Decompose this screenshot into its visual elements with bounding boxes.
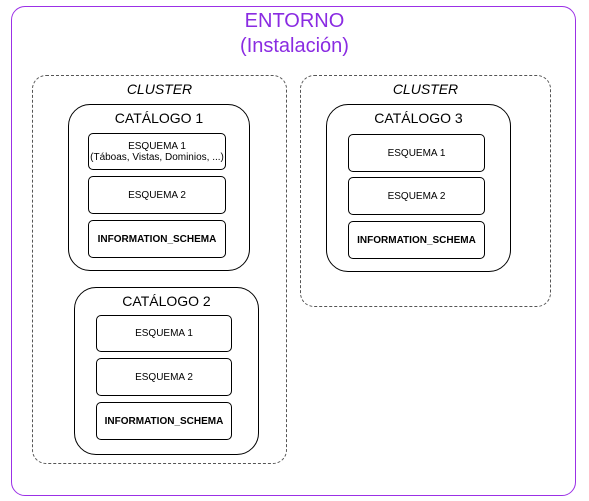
cluster-2: CLUSTER CATÁLOGO 3 ESQUEMA 1 ESQUEMA 2 I…: [300, 75, 551, 307]
schema-name: ESQUEMA 1: [387, 147, 446, 159]
schema-name: ESQUEMA 2: [128, 189, 186, 201]
catalog-2: CATÁLOGO 2 ESQUEMA 1 ESQUEMA 2 INFORMATI…: [74, 287, 259, 455]
catalog-1-label: CATÁLOGO 1: [114, 110, 204, 126]
schema-name: INFORMATION_SCHEMA: [104, 415, 224, 427]
catalog-2-information-schema: INFORMATION_SCHEMA: [96, 402, 232, 440]
environment-container: [11, 6, 576, 496]
cluster-1: CLUSTER CATÁLOGO 1 ESQUEMA 1 (Táboas, Vi…: [32, 75, 287, 464]
schema-name: ESQUEMA 1: [135, 328, 193, 339]
catalog-1-schema-2: ESQUEMA 2: [88, 176, 226, 214]
catalog-3-information-schema: INFORMATION_SCHEMA: [348, 221, 485, 259]
catalog-1-information-schema: INFORMATION_SCHEMA: [88, 220, 226, 258]
catalog-2-schema-2: ESQUEMA 2: [96, 358, 232, 396]
catalog-3-schema-1: ESQUEMA 1: [348, 134, 485, 172]
environment-subtitle: (Instalación): [240, 35, 349, 57]
schema-name: ESQUEMA 1: [128, 140, 186, 152]
environment-title: ENTORNO: [244, 10, 345, 32]
cluster-1-label: CLUSTER: [126, 81, 193, 97]
schema-detail: (Táboas, Vistas, Dominios, ...): [90, 151, 224, 163]
schema-name: ESQUEMA 2: [387, 190, 446, 202]
schema-name: INFORMATION_SCHEMA: [97, 233, 217, 245]
catalog-3: CATÁLOGO 3 ESQUEMA 1 ESQUEMA 2 INFORMATI…: [326, 104, 511, 272]
schema-name: ESQUEMA 2: [135, 371, 193, 383]
catalog-1: CATÁLOGO 1 ESQUEMA 1 (Táboas, Vistas, Do…: [68, 104, 250, 271]
catalog-1-schema-1: ESQUEMA 1 (Táboas, Vistas, Dominios, ...…: [88, 133, 226, 170]
schema-name: INFORMATION_SCHEMA: [357, 234, 476, 246]
catalog-2-schema-1: ESQUEMA 1: [96, 315, 232, 352]
cluster-2-label: CLUSTER: [392, 81, 459, 97]
catalog-3-label: CATÁLOGO 3: [374, 110, 463, 126]
catalog-2-label: CATÁLOGO 2: [122, 293, 211, 309]
catalog-3-schema-2: ESQUEMA 2: [348, 177, 485, 215]
